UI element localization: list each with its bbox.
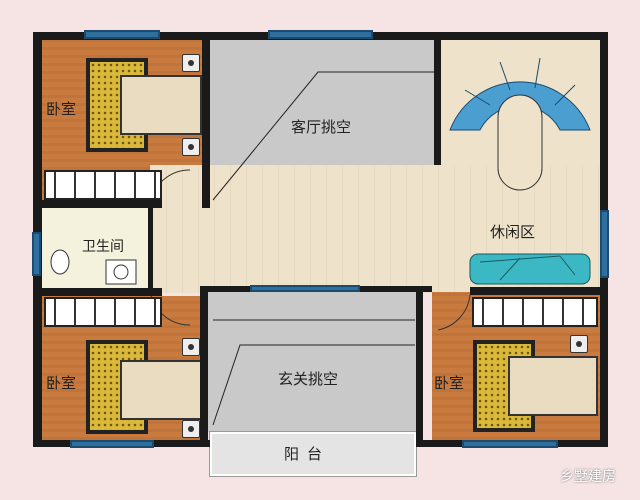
wardrobe — [44, 297, 162, 327]
label-bedroom-bottom-right: 卧室 — [434, 374, 465, 392]
window — [70, 440, 154, 448]
sofa — [469, 253, 591, 285]
spiral-stair — [449, 57, 591, 191]
wall — [202, 40, 210, 208]
nightstand — [182, 338, 200, 356]
window — [32, 232, 41, 276]
sink-icon — [105, 259, 137, 285]
window — [462, 440, 558, 448]
wall — [148, 208, 153, 288]
label-leisure-area: 休闲区 — [490, 223, 536, 241]
wall — [42, 288, 162, 296]
window — [268, 30, 373, 39]
bed — [508, 356, 598, 416]
label-bedroom-top-left: 卧室 — [46, 100, 77, 118]
wall — [470, 287, 600, 295]
toilet-icon — [50, 249, 70, 275]
window — [250, 285, 360, 292]
nightstand — [182, 138, 200, 156]
label-bathroom: 卫生间 — [82, 239, 124, 255]
label-balcony: 阳台 — [284, 445, 331, 463]
bed — [120, 75, 202, 135]
nightstand — [182, 54, 200, 72]
wall — [200, 288, 208, 440]
wall — [42, 200, 162, 208]
nightstand — [570, 335, 588, 353]
wardrobe — [472, 297, 598, 327]
balcony — [209, 431, 417, 477]
entrance-void — [208, 292, 418, 432]
nightstand — [182, 420, 200, 438]
window — [84, 30, 160, 39]
bed — [120, 360, 202, 420]
label-living-void: 客厅挑空 — [291, 118, 352, 136]
wardrobe — [44, 170, 162, 200]
window — [600, 210, 609, 278]
wall — [434, 40, 441, 165]
label-bedroom-bottom-left: 卧室 — [46, 374, 77, 392]
label-entrance-void: 玄关挑空 — [278, 370, 339, 388]
watermark: 乡墅建房 — [560, 469, 616, 485]
wall — [416, 292, 423, 440]
